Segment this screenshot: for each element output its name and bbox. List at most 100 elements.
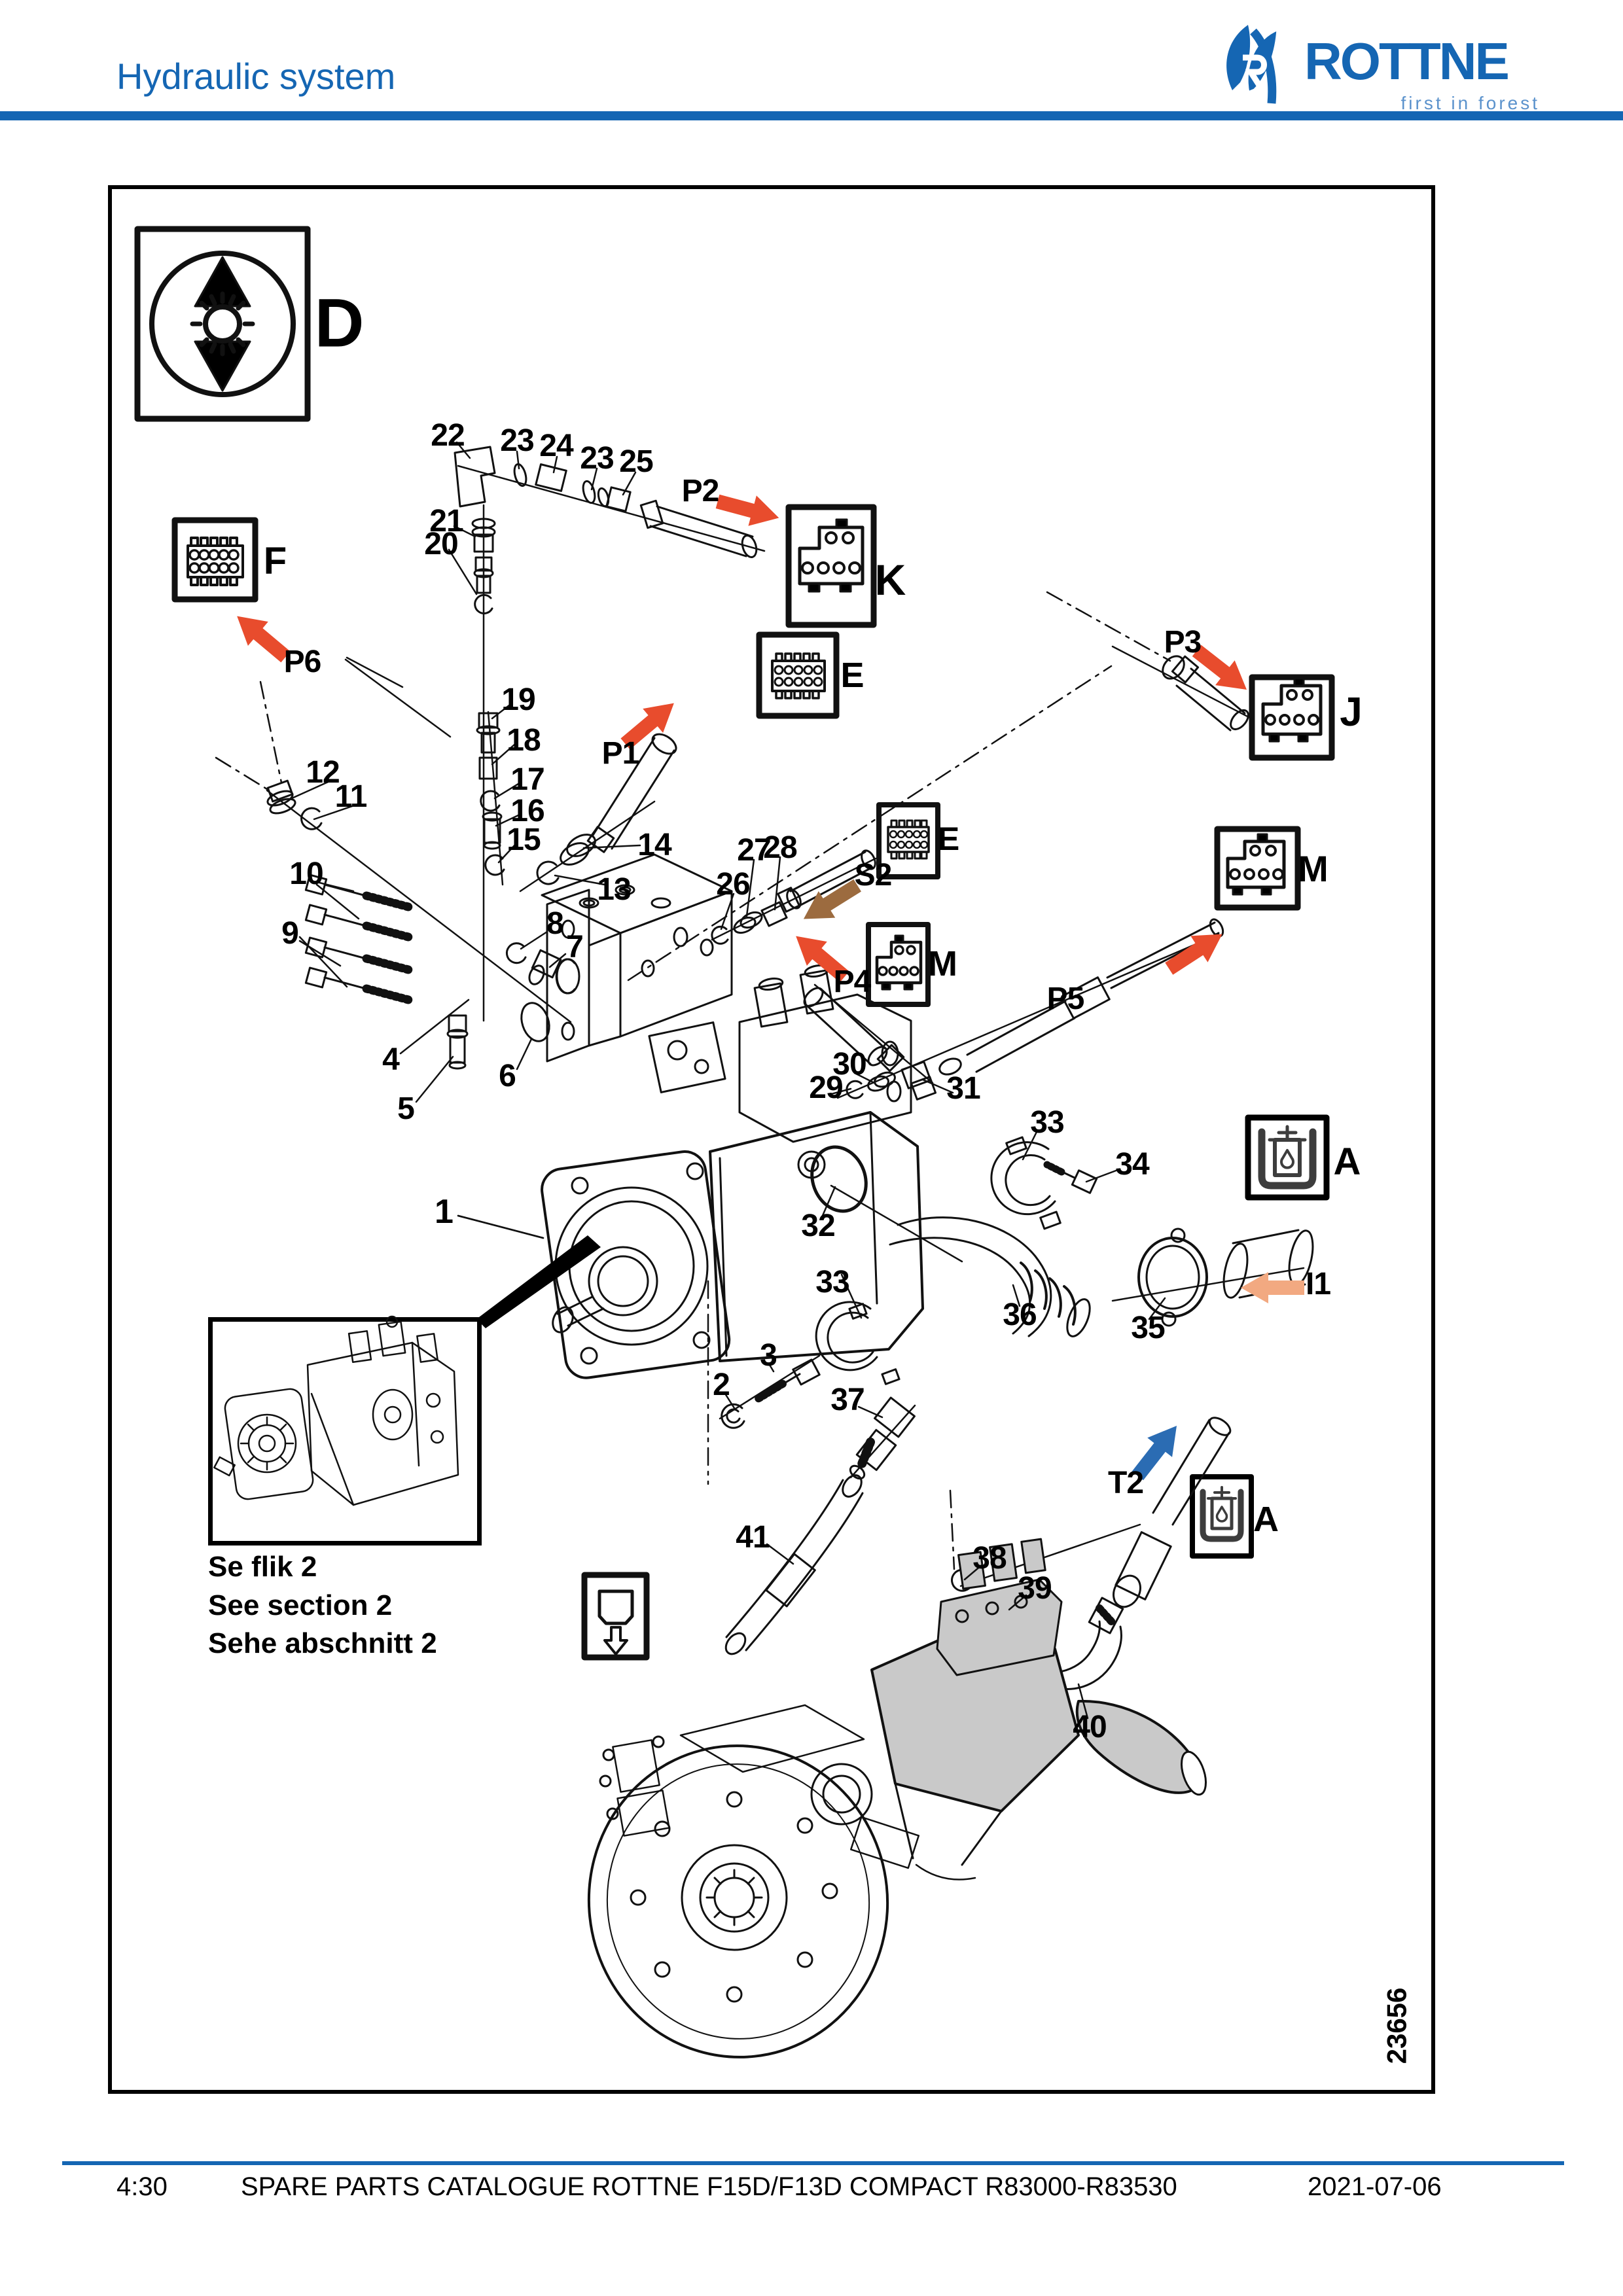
part-label-9: 9	[281, 916, 299, 951]
manifold-block	[541, 853, 733, 1063]
part-label-35: 35	[1131, 1311, 1165, 1345]
diagram-frame	[108, 185, 1435, 2094]
leader-lines	[291, 441, 1166, 1720]
part-label-15: 15	[507, 822, 541, 857]
label-M: M	[928, 944, 957, 983]
figure-number: 23656	[1381, 1987, 1412, 2064]
part-label-25: 25	[619, 444, 653, 479]
part-label-19: 19	[501, 682, 535, 717]
logo-tagline: first in forest	[1400, 93, 1540, 113]
label-P2: P2	[681, 474, 720, 508]
label-E: E	[937, 821, 959, 857]
part-label-11: 11	[334, 779, 368, 814]
label-F: F	[263, 540, 287, 582]
part-label-24: 24	[539, 429, 573, 463]
label-M: M	[1298, 848, 1329, 889]
connector-box-e1	[756, 631, 840, 719]
inset-note-line-sv: Se flik 2	[208, 1551, 317, 1583]
footer-page-ref: 4:30	[116, 2172, 168, 2201]
connector-box-f	[171, 517, 259, 603]
fitting-12-11	[266, 779, 323, 830]
part-label-16: 16	[510, 794, 544, 828]
label-P1: P1	[601, 736, 640, 771]
symbol-box-a2	[1190, 1474, 1254, 1559]
part-label-12: 12	[306, 755, 340, 790]
part-label-7: 7	[566, 930, 584, 964]
part-label-36: 36	[1003, 1298, 1037, 1332]
inset-note-line-en: See section 2	[208, 1589, 393, 1621]
symbol-box-drain	[581, 1572, 650, 1661]
part-label-40: 40	[1073, 1710, 1107, 1744]
part-label-26: 26	[716, 867, 750, 902]
part-label-38: 38	[972, 1541, 1007, 1576]
part-label-21: 21	[429, 504, 463, 539]
part-label-33: 33	[815, 1265, 849, 1299]
part-label-13: 13	[597, 872, 631, 907]
fitting-26-28-s2-hose	[711, 849, 876, 945]
footer-catalogue-title: SPARE PARTS CATALOGUE ROTTNE F15D/F13D C…	[241, 2172, 1177, 2201]
flow-arrows	[237, 494, 1304, 1481]
main-pump-drawing	[476, 964, 924, 1379]
p2-arrow-icon	[715, 494, 779, 526]
label-E: E	[840, 656, 864, 695]
connector-box-j	[1249, 674, 1335, 761]
p4-arrow-icon	[796, 936, 849, 983]
footer-date: 2021-07-06	[1308, 2172, 1442, 2201]
part-label-27: 27	[737, 833, 771, 868]
t2-arrow-icon	[1132, 1426, 1177, 1481]
inset-detail-frame	[208, 1317, 482, 1545]
part-label-20: 20	[424, 527, 458, 561]
label-D: D	[314, 285, 365, 362]
part-label-34: 34	[1115, 1147, 1149, 1182]
label-K: K	[874, 556, 906, 604]
symbol-box-a1	[1245, 1114, 1330, 1201]
page-title: Hydraulic system	[116, 56, 396, 97]
part-label-29: 29	[809, 1070, 843, 1105]
clamps-and-pipe	[810, 1136, 1314, 1385]
label-P6: P6	[283, 645, 322, 679]
fitting-chain-19-15	[476, 712, 505, 876]
part-label-37: 37	[830, 1383, 865, 1417]
part-label-39: 39	[1018, 1571, 1052, 1606]
label-I1: I1	[1305, 1267, 1331, 1301]
part-label-14: 14	[637, 828, 671, 862]
label-A: A	[1253, 1500, 1279, 1539]
symbol-box-d	[134, 226, 311, 422]
label-P4: P4	[833, 964, 872, 999]
p6-arrow-icon	[237, 616, 291, 663]
part-label-18: 18	[507, 723, 541, 758]
part-label-31: 31	[946, 1071, 980, 1106]
part-label-2: 2	[713, 1368, 730, 1402]
part-label-5: 5	[397, 1091, 415, 1126]
label-A: A	[1333, 1140, 1361, 1183]
label-P5: P5	[1046, 981, 1085, 1016]
p3-hose	[1162, 655, 1249, 732]
part-label-6: 6	[499, 1059, 516, 1093]
footer-divider-bar	[62, 2161, 1564, 2165]
bottom-assembly-drawing	[587, 1538, 1207, 2058]
connector-box-m1	[866, 922, 931, 1007]
fitting-2-3-37-41	[721, 1358, 916, 1655]
part-label-30: 30	[832, 1047, 866, 1082]
part-label-23: 23	[580, 441, 614, 476]
connector-box-k	[785, 504, 877, 628]
part-label-8: 8	[546, 906, 564, 941]
connector-box-e2	[876, 802, 940, 879]
label-S2: S2	[854, 858, 893, 892]
header-divider-bar	[0, 111, 1623, 120]
inset-note-line-de: Sehe abschnitt 2	[208, 1627, 437, 1660]
logo-wordmark: ROTTNE	[1304, 32, 1510, 90]
inset-note: Se flik 2 See section 2 Sehe abschnitt 2	[208, 1548, 437, 1663]
part-label-23: 23	[500, 423, 534, 458]
gear-icon	[190, 291, 255, 357]
part-label-4: 4	[382, 1042, 400, 1077]
part-label-17: 17	[510, 762, 544, 797]
connector-box-m2	[1214, 826, 1301, 911]
fitting-chain-top	[454, 446, 758, 614]
part-label-1: 1	[435, 1193, 454, 1231]
rottne-logo: ROTTNE first in forest	[1214, 20, 1541, 118]
p3-arrow-icon	[1192, 645, 1247, 690]
part-label-41: 41	[736, 1520, 770, 1555]
